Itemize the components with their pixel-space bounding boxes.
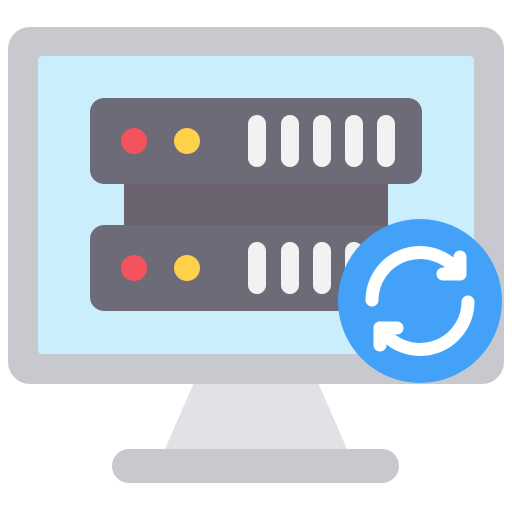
monitor-base bbox=[112, 449, 399, 483]
status-led-red-top bbox=[121, 128, 147, 154]
vent-slot bbox=[313, 115, 331, 167]
monitor-stand bbox=[162, 378, 350, 456]
status-led-red-bottom bbox=[121, 255, 147, 281]
sync-arrow-top-head bbox=[436, 250, 467, 281]
sync-arrows bbox=[365, 246, 475, 356]
vent-slot bbox=[345, 115, 363, 167]
sync-icon bbox=[338, 219, 502, 383]
sync-arrow-top bbox=[365, 246, 467, 307]
sync-arrow-bottom-head bbox=[373, 321, 404, 352]
status-led-yellow-top bbox=[174, 128, 200, 154]
vent-slot bbox=[377, 115, 395, 167]
vent-slot bbox=[281, 242, 299, 294]
sync-arrow-bottom bbox=[373, 295, 475, 356]
vent-slot bbox=[248, 242, 266, 294]
sync-badge bbox=[338, 219, 502, 383]
vent-slot bbox=[313, 242, 331, 294]
status-led-yellow-bottom bbox=[174, 255, 200, 281]
vent-slots-top bbox=[248, 115, 395, 167]
vent-slot bbox=[248, 115, 266, 167]
vent-slot bbox=[281, 115, 299, 167]
